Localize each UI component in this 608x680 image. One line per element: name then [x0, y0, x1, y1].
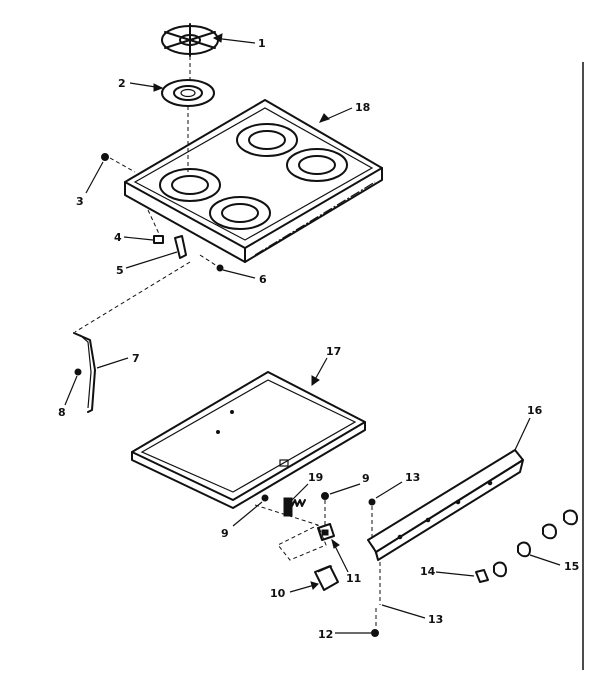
clip-part-4 — [153, 235, 164, 244]
knob-part-14 — [475, 561, 507, 583]
screw-part-9-left — [261, 494, 269, 502]
leader-15 — [529, 554, 561, 566]
arrow-10 — [310, 581, 319, 590]
arrow-2 — [153, 83, 164, 92]
callout-5: 5 — [116, 264, 124, 277]
control-panel-part — [367, 449, 524, 561]
leader-13-top — [375, 481, 403, 499]
screw-part-8 — [74, 368, 82, 376]
burner-box-part — [131, 371, 366, 509]
callout-15: 15 — [564, 560, 579, 573]
screw-part-3 — [101, 153, 109, 161]
arrow-1 — [212, 33, 223, 43]
screw-part-9-right — [321, 492, 329, 500]
leader-8 — [64, 375, 78, 406]
callout-6: 6 — [259, 273, 267, 286]
callout-9-left: 9 — [221, 527, 229, 540]
cooktop-part — [124, 99, 383, 263]
leader-13-bottom — [381, 604, 426, 619]
arrow-18 — [319, 113, 330, 123]
dash-to-7 — [74, 261, 191, 333]
valve-part-10 — [314, 565, 339, 591]
rod-part-7 — [73, 332, 96, 413]
callout-18: 18 — [355, 101, 370, 114]
burner-bowl-part — [161, 79, 215, 107]
leader-9-right — [329, 483, 361, 495]
callout-4: 4 — [114, 231, 122, 244]
callout-1: 1 — [258, 37, 266, 50]
dash-6 — [199, 254, 218, 267]
dash-4-5 — [147, 209, 161, 237]
arrow-11 — [331, 538, 340, 549]
dash-bracket-outline — [254, 504, 327, 561]
leader-19 — [291, 483, 309, 501]
spring-part-19 — [283, 497, 306, 517]
callout-13-bottom: 13 — [428, 613, 443, 626]
arrow-17 — [311, 375, 320, 386]
leader-16 — [514, 417, 531, 451]
leader-4 — [123, 236, 154, 241]
callout-2: 2 — [118, 77, 126, 90]
knob-part-15 — [517, 509, 578, 558]
dash-3 — [109, 157, 136, 173]
bracket-part-5 — [174, 235, 187, 259]
callout-17: 17 — [326, 345, 341, 358]
screw-part-6 — [216, 264, 224, 272]
leader-3 — [85, 161, 104, 194]
callout-14: 14 — [420, 565, 436, 578]
leader-7 — [96, 357, 129, 369]
leader-6 — [222, 269, 256, 279]
callout-9-right: 9 — [362, 472, 370, 485]
screw-part-13-top — [368, 498, 376, 506]
callout-19: 19 — [308, 471, 323, 484]
callout-7: 7 — [132, 352, 140, 365]
callout-16: 16 — [527, 404, 543, 417]
burner-grate-part — [161, 23, 219, 57]
leader-5 — [125, 251, 178, 269]
callout-3: 3 — [76, 195, 84, 208]
callout-12: 12 — [318, 628, 333, 641]
callout-11: 11 — [346, 572, 361, 585]
callout-10: 10 — [270, 587, 286, 600]
screw-part-12 — [371, 629, 379, 637]
leader-14 — [435, 571, 475, 577]
bracket-part-11 — [317, 523, 335, 541]
callout-8: 8 — [58, 406, 66, 419]
callout-13-top: 13 — [405, 471, 420, 484]
